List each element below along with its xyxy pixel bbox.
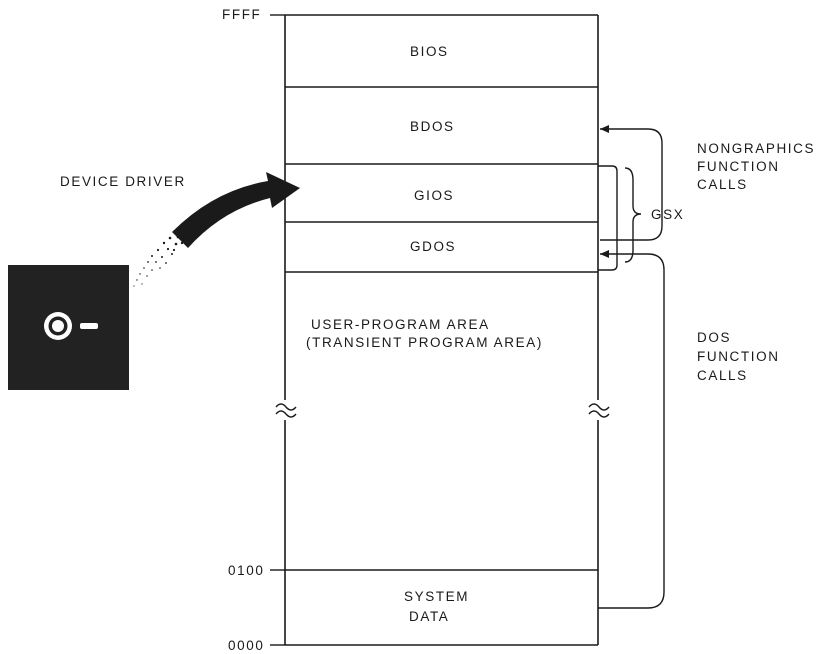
address-0000: 0000 <box>228 638 264 653</box>
dos-calls-label-1: DOS <box>697 330 731 345</box>
nongraphics-label-2: FUNCTION <box>697 159 780 174</box>
nongraphics-calls-connector <box>600 129 662 240</box>
gsx-brace <box>625 168 641 262</box>
address-ffff: FFFF <box>222 7 261 22</box>
device-driver-arrow-icon <box>133 172 300 287</box>
left-break-mark <box>276 404 296 417</box>
right-break-mark <box>589 404 609 417</box>
region-gios-label: GIOS <box>414 188 454 203</box>
dos-calls-label-3: CALLS <box>697 368 748 383</box>
region-gdos-label: GDOS <box>410 239 456 254</box>
dos-calls-label-2: FUNCTION <box>697 349 780 364</box>
region-system-data-label-1: SYSTEM <box>404 589 469 604</box>
region-bdos-label: BDOS <box>410 119 455 134</box>
region-user-area-label-2: (TRANSIENT PROGRAM AREA) <box>306 335 543 350</box>
region-system-data-label-2: DATA <box>409 609 449 624</box>
region-bios-label: BIOS <box>410 44 449 59</box>
address-0100: 0100 <box>228 563 264 578</box>
gsx-label: GSX <box>651 207 684 222</box>
device-driver-label: DEVICE DRIVER <box>60 174 186 189</box>
nongraphics-label-3: CALLS <box>697 177 748 192</box>
floppy-disk-icon <box>8 265 129 390</box>
nongraphics-label-1: NONGRAPHICS <box>697 141 815 156</box>
dos-calls-connector <box>598 254 664 608</box>
region-user-area-label-1: USER-PROGRAM AREA <box>311 317 490 332</box>
